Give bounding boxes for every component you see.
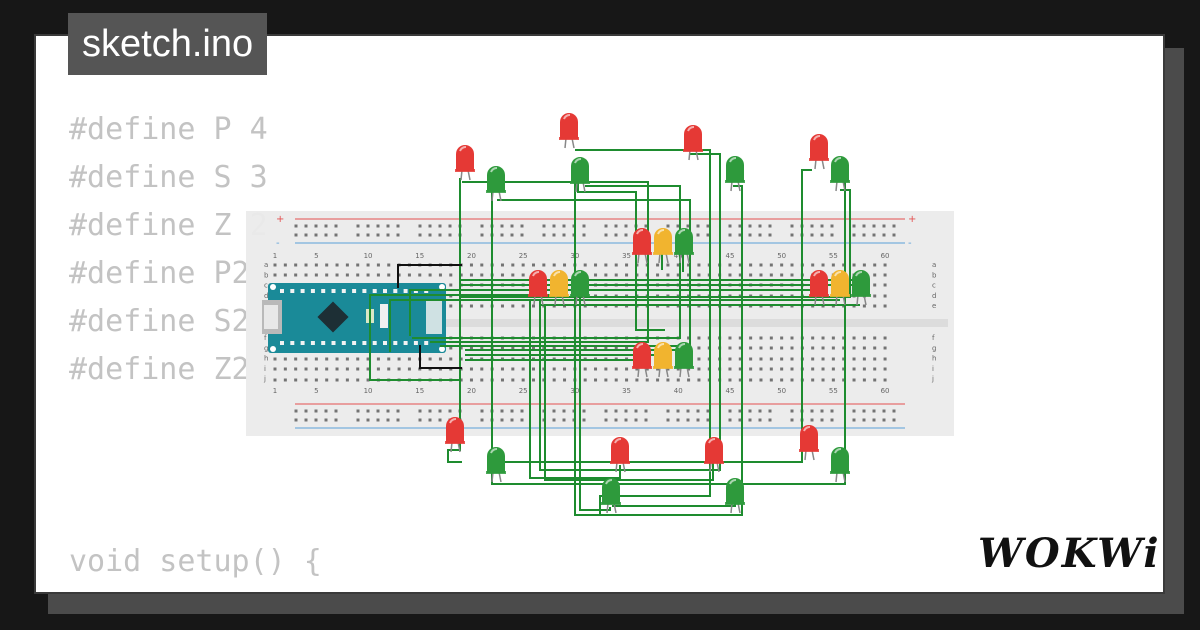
code-line: #define S 3 <box>69 160 268 195</box>
code-background: #define P 4 #define S 3 #define Z 2 #def… <box>69 36 1159 592</box>
code-line: #define P2 <box>69 256 250 291</box>
file-tab[interactable]: sketch.ino <box>68 13 268 75</box>
code-line: #define Z2 <box>69 352 250 387</box>
code-line: pinMode(P, OUTPUT); <box>69 586 448 592</box>
preview-card: #define P 4 #define S 3 #define Z 2 #def… <box>34 34 1165 594</box>
code-line: #define Z 2 <box>69 208 268 243</box>
code-line: void setup() { <box>69 544 322 579</box>
wokwi-logo: WOKWi <box>978 530 1161 577</box>
code-line: #define P 4 <box>69 112 268 147</box>
code-line: #define S2 <box>69 304 250 339</box>
